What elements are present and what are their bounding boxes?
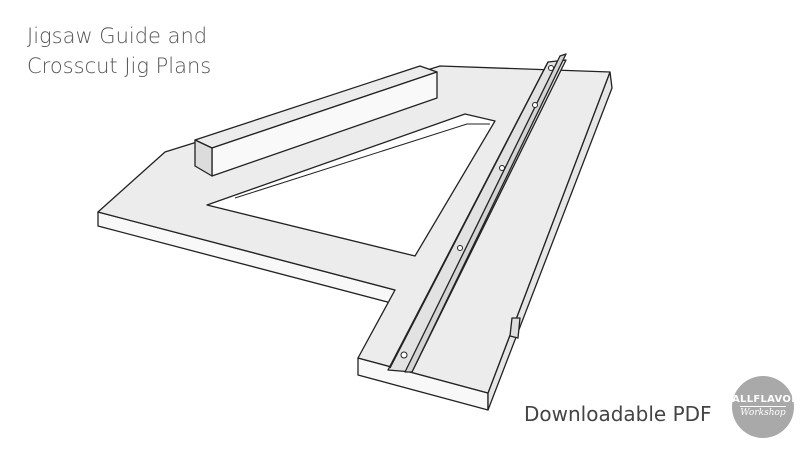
- screw-hole: [457, 245, 463, 251]
- guide-rail-lip: [404, 53, 567, 373]
- rail-support: [509, 317, 521, 339]
- allflavor-workshop-logo: ALLFLAVOR Workshop: [732, 376, 800, 438]
- downloadable-pdf-label: Downloadable PDF: [524, 402, 712, 426]
- logo-line-2: Workshop: [740, 408, 786, 418]
- guide-rail-edge: [389, 61, 549, 369]
- triangle-cutout: [206, 113, 496, 257]
- title-line-2: Crosscut Jig Plans: [27, 54, 212, 78]
- screw-hole: [548, 65, 554, 71]
- page-title: Jigsaw Guide and Crosscut Jig Plans: [27, 21, 211, 81]
- logo-divider: [740, 406, 786, 407]
- screw-hole: [400, 351, 408, 359]
- cutout-inner-edge: [234, 123, 490, 199]
- screw-hole: [532, 102, 538, 108]
- screw-hole: [499, 165, 505, 171]
- fence-block-end: [194, 139, 213, 177]
- title-line-1: Jigsaw Guide and: [27, 24, 208, 48]
- logo-line-1: ALLFLAVOR: [732, 394, 800, 405]
